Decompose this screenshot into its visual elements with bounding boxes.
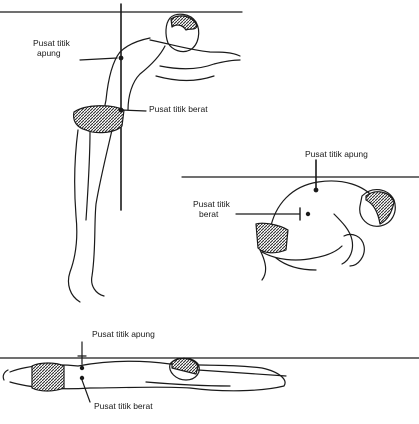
tuck-gravity-label-line2: berat: [193, 210, 230, 220]
back-line: [104, 38, 150, 110]
tuck-gravity-label: Pusat titik berat: [193, 200, 230, 219]
arm-lower: [146, 382, 230, 386]
prone-buoyancy-label: Pusat titik apung: [92, 330, 155, 340]
buoyancy-leader-line: [80, 58, 117, 60]
prone-gravity-label: Pusat titik berat: [94, 402, 153, 412]
arm: [334, 214, 353, 264]
figure-tuck: [182, 160, 419, 280]
feet: [3, 370, 8, 380]
hair: [172, 359, 198, 374]
lower-arm: [156, 76, 214, 81]
standing-buoyancy-label: Pusat titik apung: [33, 39, 70, 58]
tuck-buoyancy-label: Pusat titik apung: [305, 150, 368, 160]
standing-buoyancy-label-line2: apung: [33, 49, 70, 59]
swimsuit: [256, 223, 288, 253]
foot: [260, 250, 266, 280]
hand: [344, 234, 364, 266]
back-leg: [68, 130, 80, 302]
gravity-center-marker: [306, 212, 309, 215]
standing-gravity-label: Pusat titik berat: [149, 105, 208, 115]
gravity-center-marker: [80, 376, 83, 379]
swimsuit: [74, 106, 124, 133]
gravity-leader-line: [82, 380, 90, 402]
hair: [366, 192, 394, 224]
buoyancy-center-marker: [119, 56, 123, 60]
back-arc: [270, 181, 374, 230]
chest-line: [128, 46, 165, 110]
inner-leg: [86, 132, 90, 220]
buoyancy-center-marker: [314, 188, 318, 192]
buoyancy-center-marker: [80, 366, 83, 369]
forearm: [160, 60, 240, 69]
swimsuit: [32, 363, 64, 391]
figure-prone: [0, 342, 419, 402]
gravity-leader-line: [121, 110, 146, 111]
front-leg: [92, 130, 112, 296]
